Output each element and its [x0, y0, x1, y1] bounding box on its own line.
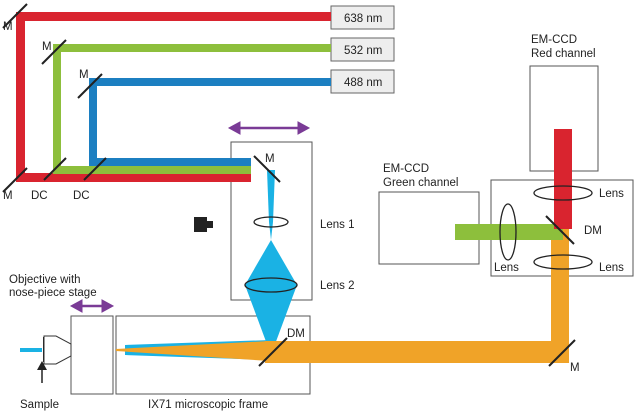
label-m1: M [3, 21, 13, 33]
label-lens1: Lens 1 [320, 219, 355, 231]
label-frame: IX71 microscopic frame [148, 399, 268, 411]
lens-green-path [499, 203, 517, 261]
laser-label-638: 638 nm [344, 13, 382, 25]
label-objective-2: nose-piece stage [9, 287, 97, 299]
label-emccd-green-2: Green channel [383, 177, 458, 189]
shutter-device-arm [207, 221, 213, 228]
laser-beam-638 [16, 12, 331, 182]
label-emccd-red-2: Red channel [531, 48, 596, 60]
lens-1 [253, 216, 289, 228]
mirror-m4 [77, 73, 103, 99]
objective [43, 335, 72, 365]
laser-label-488: 488 nm [344, 77, 382, 89]
label-dc2: DC [73, 190, 90, 202]
label-dm-split: DM [584, 225, 602, 237]
label-dm-frame: DM [287, 328, 305, 340]
mirror-lower-right [548, 339, 576, 367]
label-lens-red: Lens [599, 188, 624, 200]
label-m4: M [79, 69, 89, 81]
dichroic-dm-split [545, 215, 575, 245]
green-emission-beam [455, 224, 563, 240]
dichroic-dc1 [43, 157, 67, 181]
laser-beam-532 [53, 44, 331, 174]
dichroic-dm-frame [258, 337, 288, 367]
label-lens-green: Lens [494, 262, 519, 274]
label-m2: M [3, 190, 13, 202]
red-emission-beam [554, 129, 572, 229]
mirror-m3 [41, 39, 67, 65]
label-objective-1: Objective with [9, 274, 81, 286]
label-sample: Sample [20, 399, 59, 411]
translation-arrow-upper [227, 121, 311, 135]
label-m-upper: M [265, 153, 275, 165]
dichroic-dc2 [83, 157, 107, 181]
translation-arrow-stage [69, 299, 115, 313]
mirror-m1 [2, 3, 28, 29]
label-dc1: DC [31, 190, 48, 202]
laser-label-532: 532 nm [344, 45, 382, 57]
label-m3: M [42, 41, 52, 53]
mirror-m2 [2, 167, 28, 193]
sample-pointer-head [37, 361, 47, 370]
label-emccd-red-1: EM-CCD [531, 34, 577, 46]
lens-2 [244, 277, 298, 293]
objective-stage-box [70, 315, 114, 395]
lens-red-path [533, 185, 593, 201]
label-emccd-green-1: EM-CCD [383, 163, 429, 175]
emission-beam-path [116, 129, 572, 363]
laser-beam-488 [89, 78, 331, 166]
mirror-upper [253, 155, 281, 183]
lens-lower-right [533, 254, 593, 270]
label-lens2: Lens 2 [320, 280, 355, 292]
label-m-lower-right: M [570, 362, 580, 374]
label-lens-lower: Lens [599, 262, 624, 274]
shutter-device [194, 217, 207, 232]
